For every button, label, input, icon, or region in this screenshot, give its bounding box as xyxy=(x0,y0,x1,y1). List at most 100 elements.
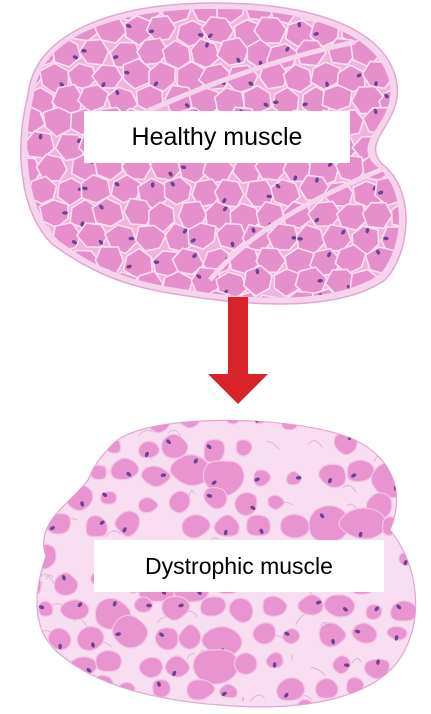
nucleus xyxy=(43,252,50,258)
nucleus xyxy=(62,16,67,22)
healthy-fiber xyxy=(390,292,420,317)
dystrophic-fiber xyxy=(103,704,125,714)
dystrophic-fiber xyxy=(139,441,160,458)
nucleus xyxy=(96,412,103,418)
dystrophic-fiber xyxy=(366,605,382,620)
dystrophic-fiber xyxy=(153,680,171,698)
healthy-fiber xyxy=(416,157,431,183)
dystrophic-fiber xyxy=(96,651,122,672)
nucleus xyxy=(0,98,6,103)
dystrophic-fiber xyxy=(66,701,95,714)
dystrophic-fiber xyxy=(90,675,114,697)
nucleus xyxy=(382,8,389,14)
dystrophic-fiber xyxy=(15,624,42,647)
healthy-fiber xyxy=(403,273,431,299)
healthy-fiber xyxy=(30,0,57,22)
dystrophic-fiber xyxy=(378,679,402,700)
healthy-fiber xyxy=(419,112,431,139)
fibrosis-strand xyxy=(233,709,236,714)
nucleus xyxy=(407,10,413,15)
dystrophic-fiber xyxy=(46,681,73,701)
healthy-fiber xyxy=(379,0,405,18)
dystrophic-fiber xyxy=(105,439,121,453)
healthy-fiber xyxy=(124,289,152,319)
healthy-fiber xyxy=(324,0,353,21)
healthy-fiber xyxy=(418,200,431,227)
healthy-fiber xyxy=(382,129,409,159)
healthy-fiber xyxy=(0,270,27,296)
healthy-fiber xyxy=(0,90,27,116)
healthy-fiber xyxy=(420,13,431,43)
nucleus xyxy=(91,271,97,278)
dystrophic-fiber xyxy=(345,407,368,430)
nucleus xyxy=(401,82,407,89)
nucleus xyxy=(396,119,403,124)
dystrophic-fiber xyxy=(413,515,431,531)
dystrophic-fiber xyxy=(90,465,107,479)
nucleus xyxy=(413,162,420,168)
nucleus xyxy=(420,584,424,590)
nucleus xyxy=(369,439,375,444)
fibrosis-strand xyxy=(71,682,77,690)
dystrophic-fiber xyxy=(316,409,340,428)
dystrophic-fiber xyxy=(139,657,162,677)
dystrophic-fiber xyxy=(51,414,67,431)
dystrophic-fiber xyxy=(82,406,108,430)
dystrophic-fiber xyxy=(19,676,46,696)
fibrosis-strand xyxy=(379,438,393,448)
nucleus xyxy=(24,313,28,319)
dystrophic-fiber xyxy=(274,708,291,714)
healthy-fiber xyxy=(404,131,431,159)
healthy-fiber xyxy=(322,85,352,111)
dystrophic-fiber xyxy=(247,515,271,536)
nucleus xyxy=(356,409,361,415)
nucleus xyxy=(408,195,415,201)
healthy-fiber xyxy=(421,244,431,273)
healthy-fiber xyxy=(416,296,431,322)
nucleus xyxy=(392,131,396,137)
nucleus xyxy=(272,312,278,319)
nucleus xyxy=(134,292,139,298)
dystrophic-fiber xyxy=(413,459,431,481)
nucleus xyxy=(38,421,44,426)
nucleus xyxy=(44,445,51,451)
healthy-fiber xyxy=(64,296,95,321)
down-arrow-icon xyxy=(208,297,268,404)
nucleus xyxy=(5,133,11,140)
nucleus xyxy=(421,216,428,222)
dystrophic-fiber xyxy=(14,405,46,436)
nucleus xyxy=(419,171,426,177)
nucleus xyxy=(17,115,23,120)
dystrophic-fiber xyxy=(164,710,182,714)
healthy-fiber xyxy=(405,90,431,119)
nucleus xyxy=(53,475,59,482)
nucleus xyxy=(418,495,425,501)
dystrophic-fiber xyxy=(316,678,338,698)
nucleus xyxy=(26,237,32,242)
nucleus xyxy=(421,525,425,531)
dystrophic-fiber xyxy=(234,653,256,675)
healthy-fiber xyxy=(2,44,32,72)
healthy-fiber xyxy=(406,179,431,209)
fibrosis-strand xyxy=(73,447,84,455)
nucleus xyxy=(414,30,420,34)
healthy-fiber xyxy=(362,293,395,318)
dystrophic-fiber xyxy=(193,650,238,685)
healthy-fiber xyxy=(392,19,422,46)
healthy-fiber xyxy=(54,270,83,297)
dystrophic-fiber xyxy=(371,462,414,498)
nucleus xyxy=(343,9,350,15)
nucleus xyxy=(68,310,75,316)
healthy-fiber xyxy=(422,63,431,90)
dystrophic-fiber xyxy=(383,517,399,536)
nucleus xyxy=(10,14,15,20)
dystrophic-fiber xyxy=(25,523,43,539)
dystrophic-fiber xyxy=(420,678,431,695)
nucleus xyxy=(14,227,18,233)
dystrophic-fiber xyxy=(347,460,374,481)
dystrophic-fiber xyxy=(397,703,418,714)
dystrophic-fiber xyxy=(391,601,418,621)
nucleus xyxy=(26,588,31,594)
nucleus xyxy=(363,13,367,19)
